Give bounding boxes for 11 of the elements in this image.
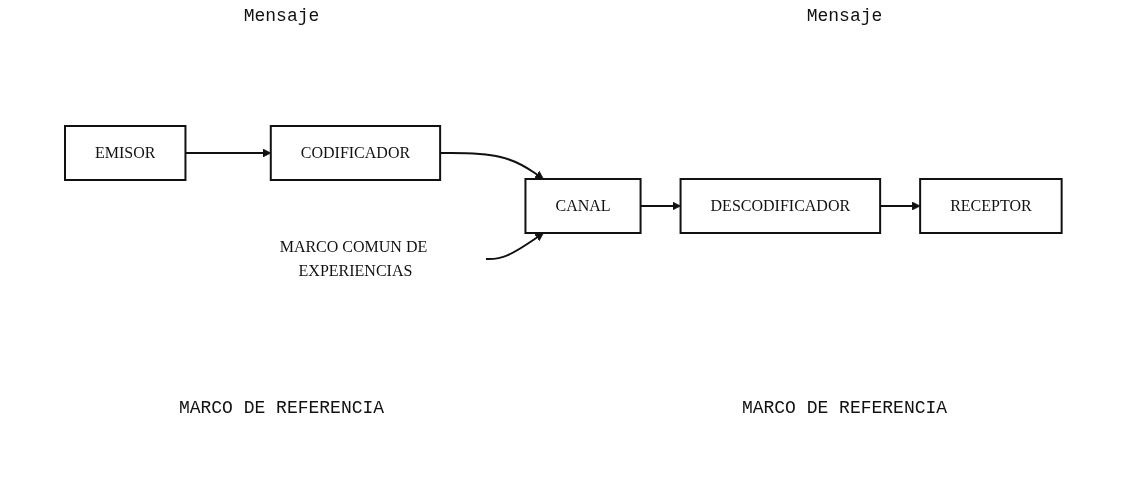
- node-box: EMISOR: [63, 125, 187, 181]
- arrow: [484, 232, 544, 260]
- node-box: DESCODIFICADOR: [679, 178, 881, 234]
- node-text: MARCO COMUN DE EXPERIENCIAS: [279, 238, 427, 279]
- node-box: CODIFICADOR: [269, 125, 441, 181]
- frame-label: MARCO DE REFERENCIA: [178, 398, 385, 418]
- message-label: Mensaje: [243, 6, 320, 26]
- message-label: Mensaje: [806, 6, 883, 26]
- node-box: RECEPTOR: [918, 178, 1063, 234]
- frame-label: MARCO DE REFERENCIA: [741, 398, 948, 418]
- node-box: CANAL: [524, 178, 642, 234]
